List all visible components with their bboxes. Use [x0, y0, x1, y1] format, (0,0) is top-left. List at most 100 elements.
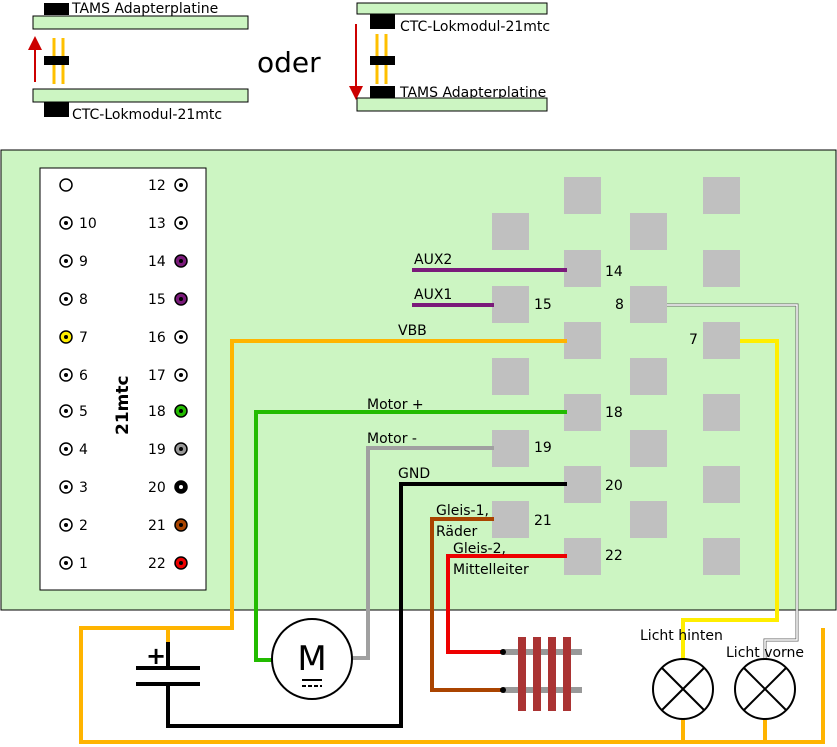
wire-licht-vorne [667, 304, 798, 662]
pin-dot [179, 335, 183, 339]
pad [630, 286, 667, 323]
pin-label: 21 [148, 518, 166, 534]
pad [703, 538, 740, 575]
pin-dot [179, 183, 183, 187]
wire-label-gleis2-b: Mittelleiter [453, 562, 529, 578]
pin-label: 3 [79, 480, 88, 496]
pin-label: 13 [148, 216, 166, 232]
pad [564, 250, 601, 287]
wire-gnd [166, 482, 567, 728]
pins-left: 10 9 8 7 6 5 4 3 2 1 [59, 178, 97, 572]
battery-symbol: + [136, 642, 200, 712]
pad [564, 466, 601, 503]
wire-gleis1 [430, 517, 503, 692]
orientation-right: CTC-Lokmodul-21mtc TAMS Adapterplatine [349, 2, 550, 112]
pin-dot [64, 523, 68, 527]
pin-dot [64, 409, 68, 413]
pin-label: 5 [79, 404, 88, 420]
wire-label-gleis2-a: Gleis-2, [453, 541, 506, 557]
pin-label: 9 [79, 254, 88, 270]
pin-dot [64, 561, 68, 565]
wire-label-motor-plus: Motor + [367, 397, 424, 413]
wire-label-aux2: AUX2 [414, 252, 452, 268]
wire-motor-minus [352, 446, 494, 660]
pin-dot [179, 259, 183, 263]
battery-plus-sign: + [146, 642, 166, 670]
pin-label: 2 [79, 518, 88, 534]
right-header [370, 56, 395, 65]
pin-dot [64, 335, 68, 339]
pin-dot [64, 373, 68, 377]
left-upper-connector [44, 3, 69, 15]
pad [492, 358, 529, 395]
pin-label: 17 [148, 368, 166, 384]
pad [564, 322, 601, 359]
pin-left-blank [59, 178, 73, 192]
pad [492, 213, 529, 250]
pin-dot [179, 297, 183, 301]
pin-label: 1 [79, 556, 88, 572]
pad [703, 394, 740, 431]
pad [492, 430, 529, 467]
track-contact-lower [500, 687, 506, 693]
pad-label-22: 22 [605, 548, 623, 564]
motor-circle [271, 618, 353, 700]
lamp-hinten-cross-b [661, 667, 705, 711]
right-arrow-down-icon [349, 86, 363, 100]
pad [492, 501, 529, 538]
track-sleeper [533, 637, 541, 711]
pad [703, 322, 740, 359]
wire-label-aux1: AUX1 [414, 287, 452, 303]
pin-label: 4 [79, 442, 88, 458]
orientation-left: TAMS Adapterplatine CTC-Lokmodul-21mtc [28, 1, 249, 123]
wire-label-vbb: VBB [398, 323, 427, 339]
track-sleeper [563, 637, 571, 711]
pad-label-19: 19 [534, 440, 552, 456]
lamp-licht-hinten [652, 658, 714, 720]
pin-label: 19 [148, 442, 166, 458]
pad [564, 394, 601, 431]
left-lower-connector [44, 102, 69, 117]
pad [630, 501, 667, 538]
pin-label: 10 [79, 216, 97, 232]
wire-label-gnd: GND [398, 466, 430, 482]
pad [564, 177, 601, 214]
pad [630, 358, 667, 395]
lamp-vorne-cross-b [743, 667, 787, 711]
left-arrow-up-icon [28, 36, 42, 50]
pin-label: 22 [148, 556, 166, 572]
wire-label-motor-minus: Motor - [367, 431, 417, 447]
right-lower-connector [370, 86, 395, 98]
wire-licht-hinten [681, 339, 779, 662]
pin-label: 8 [79, 292, 88, 308]
pads [492, 177, 740, 575]
pin-label: 7 [79, 330, 88, 346]
track-sleeper [518, 637, 526, 711]
wire-label-gleis1-b: Räder [436, 524, 477, 540]
track-sleeper [548, 637, 556, 711]
right-upper-connector [370, 14, 395, 29]
pin-dot [179, 409, 183, 413]
pin-dot [179, 561, 183, 565]
right-upper-board [356, 2, 548, 15]
pin-dot [64, 221, 68, 225]
pad [630, 213, 667, 250]
pin-dot [64, 297, 68, 301]
motor-symbol: M [271, 618, 353, 700]
pad-label-18: 18 [605, 405, 623, 421]
pad [630, 430, 667, 467]
pin-label: 20 [148, 480, 166, 496]
pad-label-20: 20 [605, 478, 623, 494]
pad-label-7: 7 [689, 332, 698, 348]
pin-dot [179, 221, 183, 225]
pad [703, 250, 740, 287]
or-label: oder [257, 46, 321, 79]
pad [564, 538, 601, 575]
wire-gleis2 [446, 554, 567, 654]
pin-dot [179, 373, 183, 377]
wire-label-gleis1-a: Gleis-1, [436, 503, 489, 519]
pin-label: 14 [148, 254, 166, 270]
pin-label: 6 [79, 368, 88, 384]
